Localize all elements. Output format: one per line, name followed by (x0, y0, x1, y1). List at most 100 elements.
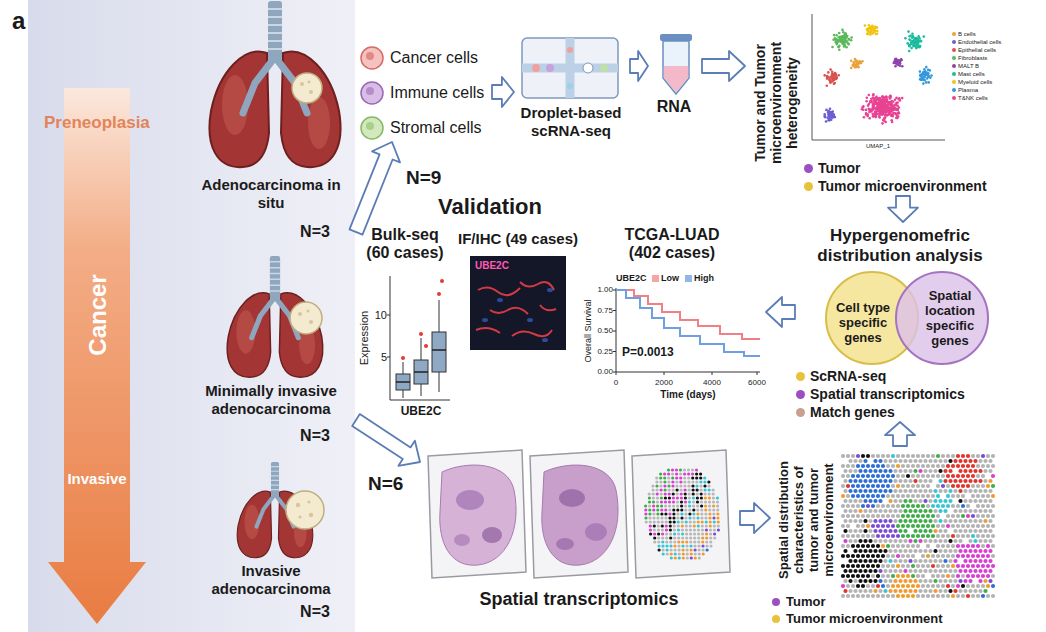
map-spot (896, 524, 900, 528)
map-spot (956, 524, 960, 528)
slide-spot (704, 500, 707, 503)
slide-spot (672, 488, 675, 491)
umap-point (850, 60, 853, 63)
slide-spot (674, 552, 677, 555)
map-spot (918, 559, 922, 563)
slide-spot (692, 488, 695, 491)
slide-spot (691, 480, 694, 483)
slide-spot (712, 500, 715, 503)
slide-spot (652, 496, 655, 499)
slide-spot (682, 556, 685, 559)
map-spot (846, 454, 850, 458)
slide-spot (664, 492, 667, 495)
map-spot (983, 559, 987, 563)
map-spot (978, 519, 982, 523)
slide-spot (668, 512, 671, 515)
umap-point (894, 58, 897, 61)
map-spot (961, 484, 965, 488)
umap-point (873, 31, 876, 34)
umap-point (912, 36, 915, 39)
slide-spot (681, 532, 684, 535)
map-spot (981, 594, 985, 598)
slide-spot (672, 516, 675, 519)
slide-spot (669, 524, 672, 527)
map-spot (891, 574, 895, 578)
slide-spot (685, 532, 688, 535)
slide-spot (671, 484, 674, 487)
slide-spot (675, 484, 678, 487)
map-spot (866, 474, 870, 478)
map-spot (973, 509, 977, 513)
box-plot (387, 276, 450, 400)
map-spot (926, 564, 930, 568)
umap-plot (952, 48, 956, 52)
map-spot (953, 509, 957, 513)
slide-spot (689, 540, 692, 543)
umap-point (881, 103, 884, 106)
slide-spot (704, 496, 707, 499)
map-spot (871, 534, 875, 538)
slide-spot (673, 528, 676, 531)
slide-spot (657, 528, 660, 531)
map-spot (911, 564, 915, 568)
umap-point (889, 103, 892, 106)
map-spot (926, 474, 930, 478)
map-spot (861, 584, 865, 588)
slide-spot (700, 516, 703, 519)
slide-spot (644, 504, 647, 507)
tissue-slides (556, 538, 574, 550)
umap-point (844, 41, 847, 44)
map-spot (881, 544, 885, 548)
map-spot (856, 574, 860, 578)
umap-point (876, 30, 879, 33)
umap-point (828, 78, 831, 81)
map-spot (878, 459, 882, 463)
map-spot (961, 564, 965, 568)
map-spot (908, 489, 912, 493)
map-spot (926, 454, 930, 458)
cell-icons (361, 117, 383, 139)
map-spot (923, 509, 927, 513)
slide-spot (705, 532, 708, 535)
map-spot (901, 594, 905, 598)
umap-point (833, 34, 836, 37)
map-spot (966, 524, 970, 528)
map-spot (891, 484, 895, 488)
box-plot (432, 332, 446, 372)
map-spot (886, 554, 890, 558)
umap-point (884, 114, 887, 117)
slide-spot (671, 476, 674, 479)
slide-spot (692, 500, 695, 503)
umap-point (864, 24, 867, 27)
slide-spot (668, 488, 671, 491)
map-spot (936, 584, 940, 588)
map-spot (871, 474, 875, 478)
umap-point (865, 113, 868, 116)
map-spot (988, 479, 992, 483)
slide-spot (679, 472, 682, 475)
umap-point (923, 78, 926, 81)
umap-point (832, 115, 835, 118)
umap-point (899, 62, 902, 65)
map-spot (928, 469, 932, 473)
map-spot (963, 579, 967, 583)
map-spot (986, 464, 990, 468)
map-spot (906, 514, 910, 518)
map-spot (923, 569, 927, 573)
cell-icons (366, 87, 374, 95)
slide-spot (701, 532, 704, 535)
map-spot (951, 504, 955, 508)
umap-point (875, 33, 878, 36)
map-spot (893, 479, 897, 483)
map-spot (846, 504, 850, 508)
umap-point (871, 29, 874, 32)
map-spot (981, 484, 985, 488)
map-spot (916, 494, 920, 498)
map-spot (953, 569, 957, 573)
slide-spot (665, 540, 668, 543)
map-spot (888, 499, 892, 503)
map-spot (951, 584, 955, 588)
map-spot (883, 539, 887, 543)
map-spot (991, 584, 995, 588)
